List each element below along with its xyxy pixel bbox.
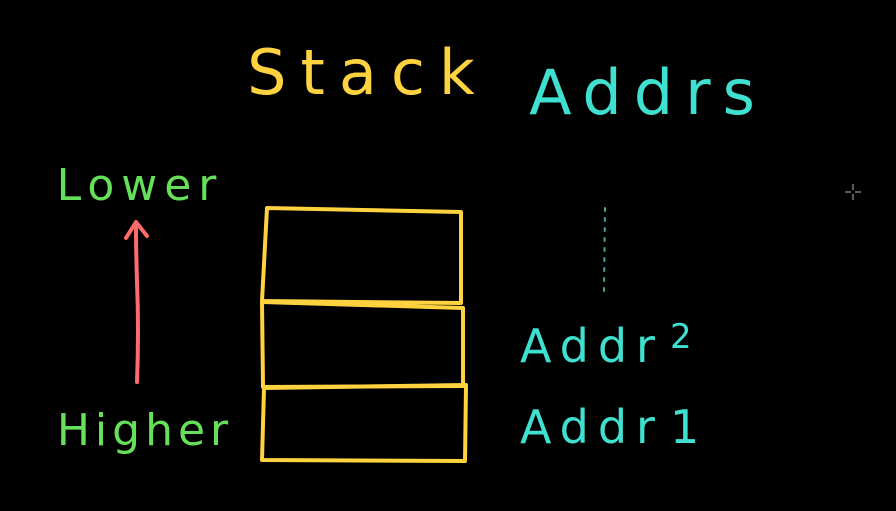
stack-box-bottom [260,383,468,463]
lower-label: Lower [57,160,224,211]
stack-box-top [260,206,463,305]
direction-arrow [124,220,149,384]
stack-box-middle [260,300,465,389]
continuation-dots-line [603,207,606,293]
addr-number: 2 [670,317,701,357]
stack-title: Stack [247,36,489,109]
addr-text: Addr [520,319,664,373]
addr-text: Addr [520,400,664,454]
arrow-head-icon [124,220,149,240]
stack-column [260,206,468,463]
addrs-heading: Addrs [529,56,767,129]
crosshair-cursor-icon [845,184,861,200]
higher-label: Higher [57,405,233,456]
addr-number: 1 [670,400,708,454]
arrow-shaft [134,224,140,384]
continuation-dots [603,207,606,293]
